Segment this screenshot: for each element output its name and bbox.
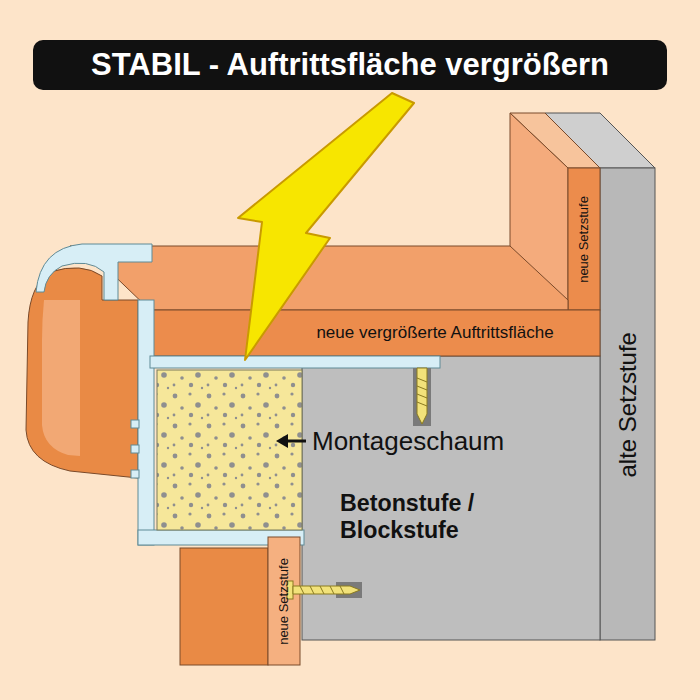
lower-riser-side	[180, 548, 268, 665]
step-part: alte Setzstufe	[600, 172, 655, 638]
riser-label: neue Setzstufe	[277, 558, 292, 645]
screw-thread	[300, 586, 344, 594]
screw	[417, 368, 427, 424]
new-riser-face	[568, 168, 600, 310]
profile-tooth	[131, 420, 139, 428]
screw-hole	[413, 368, 431, 426]
leader-line	[285, 440, 306, 443]
step-part: neue Setzstufe	[268, 537, 300, 665]
screw-thread	[417, 378, 427, 406]
title: STABIL - Auftrittsfläche vergrößern	[91, 47, 609, 83]
old-riser-face	[600, 168, 655, 640]
profile-tooth	[131, 470, 139, 478]
riser-label: neue Setzstufe	[577, 196, 592, 283]
profile-top	[150, 356, 440, 368]
step-part: Betonstufe / Blockstufe	[340, 472, 530, 562]
old-riser-label: alte Setzstufe	[614, 332, 642, 477]
part-label: Montageschaum	[312, 427, 504, 457]
step-part: neue Setzstufe	[568, 168, 600, 310]
leader-arrowhead	[276, 434, 288, 448]
nosing-piece	[26, 268, 138, 478]
nosing-highlight	[42, 300, 80, 456]
step-part: neue vergrößerte Auftrittsfläche	[272, 312, 598, 354]
mounting-foam	[157, 370, 302, 530]
profile-vertical	[138, 300, 154, 545]
tread-face	[150, 310, 600, 356]
profile-tooth	[131, 445, 139, 453]
profile-cap	[36, 244, 152, 300]
screw	[293, 586, 360, 594]
lower-riser-face	[268, 537, 300, 665]
concrete-step	[302, 356, 600, 640]
title-bar: STABIL - Auftrittsfläche vergrößern	[33, 40, 667, 90]
concrete-label: Betonstufe / Blockstufe	[340, 490, 530, 543]
tread-label: neue vergrößerte Auftrittsfläche	[316, 323, 553, 343]
highlight-arrow	[238, 93, 414, 360]
